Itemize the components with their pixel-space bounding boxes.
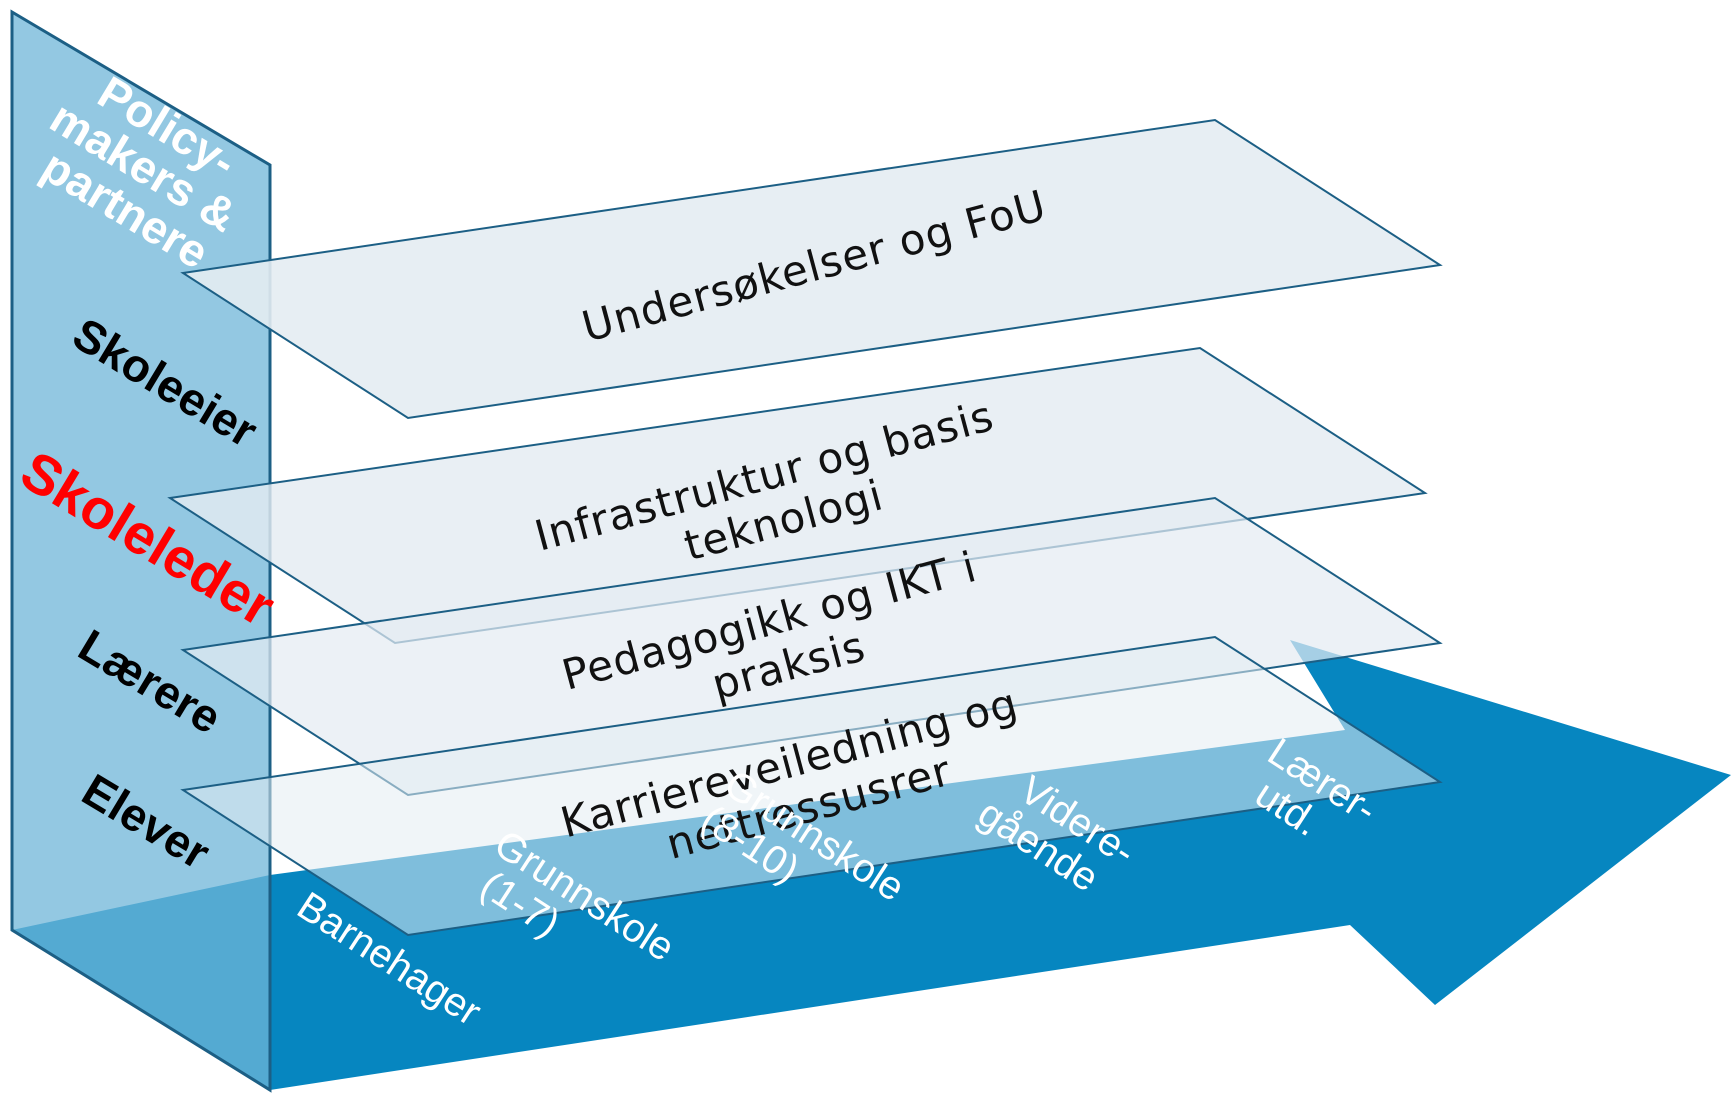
layer-plane-1 bbox=[180, 118, 1443, 420]
layer-plane-4 bbox=[180, 635, 1443, 937]
layer-plane-2 bbox=[167, 346, 1428, 645]
layer-plane-3 bbox=[180, 496, 1443, 797]
